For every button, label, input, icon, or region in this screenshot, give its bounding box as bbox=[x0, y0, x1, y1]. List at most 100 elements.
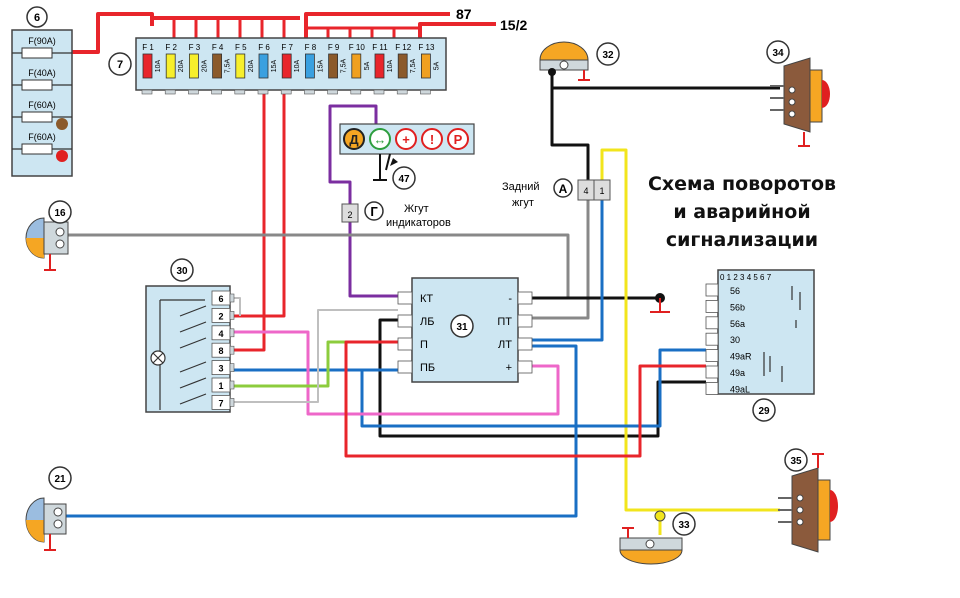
hfuse-label: F(90A) bbox=[28, 36, 56, 46]
fuse-name: F 13 bbox=[418, 43, 435, 52]
hfuse-label: F(40A) bbox=[28, 68, 56, 78]
switch-29-pin: 49a bbox=[730, 368, 745, 378]
lamp-21: 21 bbox=[25, 466, 72, 551]
fuse-name: F 11 bbox=[372, 43, 388, 52]
switch-30-pin-label: 1 bbox=[218, 381, 223, 391]
wire-blue-harness bbox=[532, 200, 604, 342]
wire-black-lamp32 bbox=[550, 72, 780, 180]
switch-29-pin: 49aR bbox=[730, 352, 752, 362]
fuse-rating: 15A bbox=[271, 59, 278, 72]
terminal-87-label: 87 bbox=[456, 6, 472, 22]
wire-gray-lamp16 bbox=[66, 233, 570, 297]
fuse-box-7-label: 7 bbox=[117, 59, 123, 71]
switch-29-lug bbox=[705, 349, 719, 363]
hfuse-label: F(60A) bbox=[28, 100, 56, 110]
switch-30-pin-label: 7 bbox=[218, 398, 223, 408]
fuse-rating: 7,5A bbox=[410, 58, 417, 73]
switch-30-label: 30 bbox=[176, 266, 188, 277]
harness-a-letter: A bbox=[559, 182, 568, 196]
fuse-body bbox=[188, 53, 199, 79]
indicator-glyph: + bbox=[402, 132, 410, 147]
switch-30-pin-label: 3 bbox=[218, 364, 223, 374]
relay-31-left-pin: П bbox=[420, 339, 428, 351]
fuse-pin bbox=[234, 89, 246, 95]
relay-31-right-pin: ЛТ bbox=[498, 339, 512, 351]
hfuse-body bbox=[21, 47, 53, 59]
switch-29-pin: 56a bbox=[730, 319, 745, 329]
lamp-33: 33 bbox=[619, 510, 696, 565]
wire-pink-pin4 bbox=[232, 330, 560, 416]
fuse-pin bbox=[141, 89, 153, 95]
fuse-body bbox=[351, 53, 362, 79]
lamp-34: 34 bbox=[766, 40, 830, 147]
switch-30-lug bbox=[229, 293, 235, 303]
switch-30-lug bbox=[229, 363, 235, 372]
wire-white-pin6 bbox=[232, 297, 241, 316]
indicator-lamp bbox=[369, 128, 391, 150]
title-line-1: Схема поворотов bbox=[647, 173, 837, 195]
relay-31-right-lug bbox=[517, 291, 533, 305]
fuse-pin bbox=[396, 89, 408, 95]
diagram-title: Схема поворотов и аварийной сигнализации bbox=[632, 170, 852, 254]
title-line-3: сигнализации bbox=[665, 229, 819, 251]
relay-31-left-pin: ЛБ bbox=[420, 316, 434, 328]
fuse-rating: 5A bbox=[433, 61, 440, 70]
fuse-name: F 3 bbox=[189, 43, 201, 52]
wire-red-f6-pin8 bbox=[232, 92, 266, 352]
fuse-body bbox=[374, 53, 385, 79]
switch-30-lug bbox=[229, 345, 235, 355]
lamp-16-label: 16 bbox=[54, 208, 66, 219]
title-line-2: и аварийной bbox=[673, 201, 811, 223]
hfuse-label: F(60A) bbox=[28, 132, 56, 142]
fuse-rating: 10A bbox=[155, 59, 162, 72]
fuse-pin bbox=[257, 89, 269, 95]
lamp-35-label: 35 bbox=[790, 456, 802, 467]
wire-red-fuse-drops bbox=[172, 18, 420, 40]
fuse-body bbox=[304, 53, 315, 79]
wire-gray-pt bbox=[532, 200, 590, 320]
fuse-pin bbox=[373, 89, 385, 95]
fuse-pin bbox=[327, 89, 338, 95]
fuse-body bbox=[142, 53, 153, 79]
switch-30-lug bbox=[229, 380, 235, 390]
fuse-pin bbox=[188, 89, 199, 95]
lamp-34-label: 34 bbox=[772, 48, 784, 59]
indicator-lamp bbox=[421, 128, 443, 150]
switch-30-pin-label: 2 bbox=[218, 311, 223, 321]
fuse-pin bbox=[280, 89, 292, 95]
fuse-rating: 10A bbox=[294, 59, 301, 72]
indicator-glyph: P bbox=[454, 132, 463, 147]
switch-30-lug bbox=[229, 311, 235, 320]
relay-31-left-lug bbox=[397, 337, 413, 351]
fuse-body bbox=[212, 53, 223, 79]
wire-red-87 bbox=[304, 12, 450, 40]
fuse-body bbox=[397, 53, 408, 79]
harness-a: Задний жгут A 4 1 bbox=[502, 178, 611, 209]
switch-30-lug bbox=[229, 328, 235, 338]
switch-29-lug bbox=[705, 316, 719, 330]
fuse-name: F 8 bbox=[305, 43, 317, 52]
fuse-body bbox=[258, 53, 269, 79]
lamp-32: 32 bbox=[539, 41, 620, 81]
switch-30-lug bbox=[229, 398, 235, 407]
indicator-glyph: Д bbox=[349, 132, 359, 147]
lamp-32-label: 32 bbox=[602, 50, 614, 61]
fuse-body bbox=[165, 53, 176, 79]
wire-purple-kt bbox=[328, 104, 398, 298]
fuse-rating: 10A bbox=[387, 59, 394, 72]
fuse-name: F 9 bbox=[328, 43, 340, 52]
lamp-35: 35 bbox=[778, 448, 838, 553]
relay-31-right-pin: ПТ bbox=[497, 316, 512, 328]
hfuse-body bbox=[21, 111, 53, 123]
fuse-body bbox=[281, 53, 292, 79]
fuse-name: F 2 bbox=[165, 43, 177, 52]
indicator-lamp bbox=[395, 128, 417, 150]
fuse-name: F 5 bbox=[235, 43, 247, 52]
switch-29-pin: 56 bbox=[730, 286, 740, 296]
fuse-rating: 7,5A bbox=[341, 58, 348, 73]
wire-red-f7-pin2 bbox=[232, 92, 286, 318]
harness-g-pin: 2 bbox=[347, 210, 352, 220]
